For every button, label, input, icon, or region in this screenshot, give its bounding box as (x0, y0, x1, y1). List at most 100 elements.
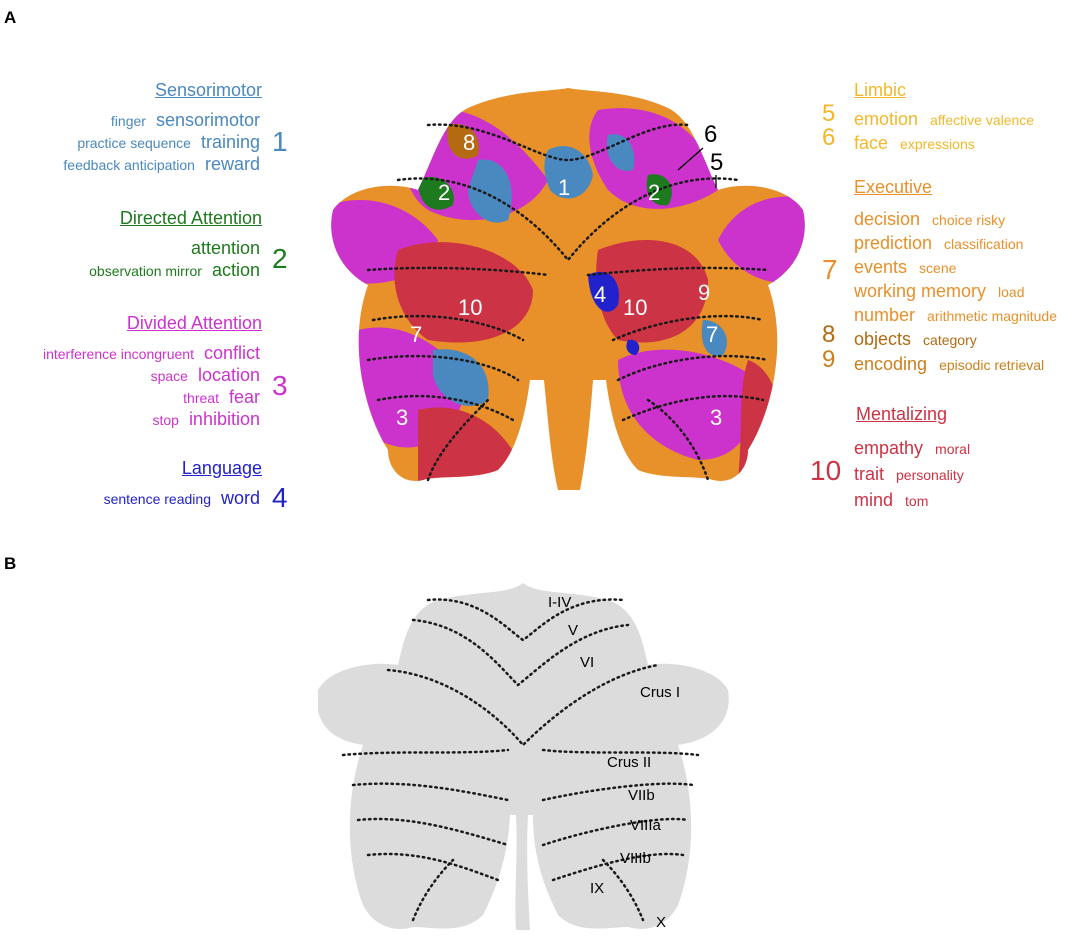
legend-term-secondary: threat (183, 390, 219, 406)
map-label-10-right: 10 (623, 295, 647, 320)
legend-term-primary: face (854, 133, 889, 153)
legend-heading-divided: Divided Attention (126, 313, 262, 333)
legend-term-secondary: affective valence (930, 112, 1035, 128)
lobule-label-viiia: VIIIa (630, 817, 662, 834)
map-label-2-right: 2 (648, 180, 660, 205)
map-label-5: 5 (710, 149, 723, 176)
legend-term-primary: reward (204, 154, 260, 174)
legend-term-row: feedback anticipation reward (63, 154, 260, 175)
map-label-6: 6 (704, 121, 717, 148)
cerebellum-flatmap-shape (318, 583, 729, 930)
region-divided-right-wing (718, 196, 805, 284)
legend-term-row: events scene (854, 257, 956, 278)
legend-term-row: interference incongruent conflict (43, 343, 260, 364)
legend-number-other: 9 (822, 346, 836, 373)
map-label-2-left: 2 (438, 180, 450, 205)
region-directed-left (418, 176, 454, 210)
region-objects (447, 124, 479, 159)
lobule-label-crus-i: Crus I (640, 684, 680, 701)
legend-term-secondary: feedback anticipation (63, 157, 195, 173)
lobule-boundaries-b (341, 598, 700, 922)
legend-term-secondary: finger (110, 113, 146, 129)
map-label-8: 8 (463, 130, 475, 155)
legend-term-primary: word (220, 488, 260, 508)
map-label-10-left: 10 (458, 295, 482, 320)
region-sensorimotor-lower-left (433, 349, 489, 406)
legend-term-row: practice sequence training (77, 132, 260, 153)
legend-term-row: empathy moral (854, 438, 970, 459)
lobule-label-ix: IX (590, 880, 604, 897)
functional-flatmap: 1 2 2 8 10 10 9 7 7 3 3 4 6 5 (331, 88, 805, 490)
legend-term-primary: action (211, 260, 260, 280)
region-mentalizing-right (596, 240, 708, 343)
legend-term-secondary: load (998, 284, 1025, 300)
legend-term-row: finger sensorimotor (111, 110, 260, 131)
lobule-label-x: X (656, 914, 666, 931)
map-label-9: 9 (698, 280, 710, 305)
region-language-small (626, 339, 640, 355)
map-label-7-right: 7 (706, 322, 718, 347)
legend-term-row: emotion affective valence (854, 109, 1034, 130)
legend-term-primary: inhibition (188, 409, 260, 429)
map-label-3-right: 3 (710, 405, 722, 430)
map-number-labels: 1 2 2 8 10 10 9 7 7 3 3 4 (396, 130, 722, 430)
legend-term-secondary: observation mirror (89, 263, 202, 279)
legend-number-limbic: 6 (822, 124, 836, 151)
legend-term-secondary: stop (152, 412, 179, 428)
legend-term-primary: trait (854, 464, 885, 484)
legend-heading-mentalizing: Mentalizing (856, 404, 948, 424)
legend-term-secondary: practice sequence (77, 135, 191, 151)
legend-number-limbic: 5 (822, 100, 836, 127)
legend-number-directed: 2 (272, 243, 288, 274)
legend-number-executive: 7 (822, 254, 838, 285)
legend-term-secondary: personality (896, 467, 964, 483)
panel-a-letter: A (4, 8, 17, 27)
legend-number-divided: 3 (272, 370, 288, 401)
legend-number-other: 8 (822, 321, 836, 348)
legend-term-secondary: interference incongruent (42, 346, 194, 362)
map-label-3-left: 3 (396, 405, 408, 430)
region-language (588, 271, 619, 312)
legend-term-row: objects category (854, 329, 977, 350)
legend-number-language: 4 (272, 482, 288, 513)
legend-term-row: attention (191, 238, 260, 259)
legend-term-primary: attention (190, 238, 260, 258)
legend-term-primary: conflict (203, 343, 260, 363)
legend-term-primary: objects (854, 329, 912, 349)
legend-term-primary: emotion (854, 109, 919, 129)
map-label-1: 1 (558, 175, 570, 200)
region-sensorimotor-lower-right (701, 320, 727, 356)
lobule-label-viiib: VIIIb (620, 850, 651, 867)
legend-term-primary: decision (854, 209, 921, 229)
legend-term-secondary: scene (919, 260, 957, 276)
lobule-labels: I-IV V VI Crus I Crus II VIIb VIIIa VIII… (548, 594, 680, 931)
legend-term-primary: empathy (854, 438, 924, 458)
legend-term-secondary: category (923, 332, 977, 348)
legend-term-primary: events (854, 257, 908, 277)
legend-term-row: stop inhibition (152, 409, 260, 430)
map-label-7-left: 7 (410, 322, 422, 347)
legend-term-primary: encoding (854, 354, 928, 374)
legend-term-secondary: expressions (900, 136, 975, 152)
legend-heading-limbic: Limbic (854, 80, 907, 100)
region-divided-lr (618, 349, 758, 460)
legend-term-secondary: moral (935, 441, 971, 457)
legend-heading-sensorimotor: Sensorimotor (154, 80, 262, 100)
legend-heading-language: Language (181, 458, 262, 478)
lobule-label-crus-ii: Crus II (607, 754, 651, 771)
legend-heading-directed: Directed Attention (119, 208, 262, 228)
legend-term-primary: number (854, 305, 916, 325)
region-sensorimotor-upper-left (468, 159, 512, 223)
legend-term-primary: training (200, 132, 260, 152)
lobule-flatmap: I-IV V VI Crus I Crus II VIIb VIIIa VIII… (318, 583, 729, 931)
legend-heading-executive: Executive (854, 177, 933, 197)
lobule-label-viib: VIIb (628, 787, 655, 804)
legend-term-primary: sensorimotor (155, 110, 260, 130)
legend-term-secondary: space (150, 368, 188, 384)
region-mentalizing-right-edge (738, 360, 782, 480)
leader-lines (677, 147, 717, 188)
